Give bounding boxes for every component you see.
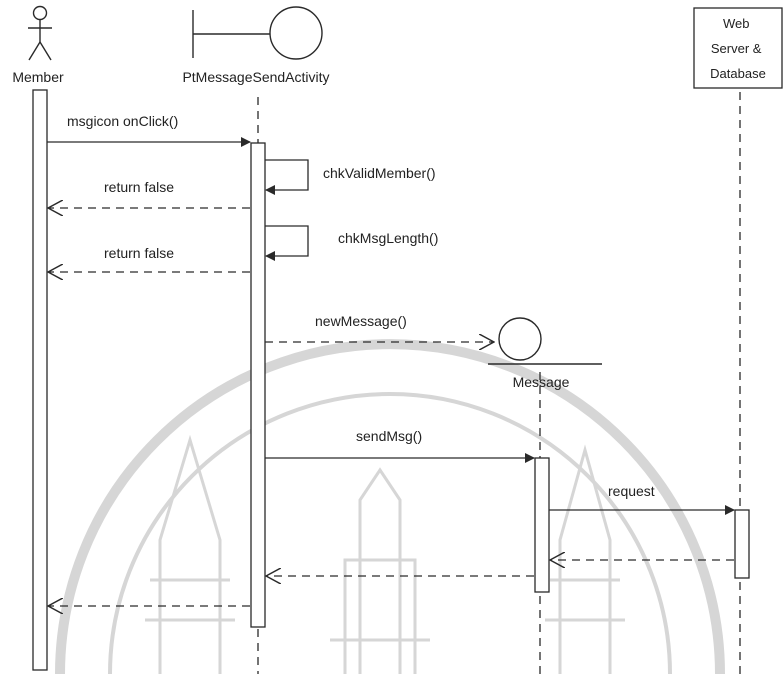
entity-icon	[488, 317, 602, 365]
message-arrow-chkmsglength	[265, 225, 309, 261]
watermark-pagoda-center	[330, 467, 430, 674]
message-label-return-false-2: return false	[104, 245, 174, 261]
activation-bar-message	[534, 457, 550, 593]
activation-bar-member	[32, 89, 48, 671]
stick-figure-icon	[28, 5, 52, 61]
boundary-icon	[192, 6, 323, 60]
message-label-msgicon-onclick: msgicon onClick()	[67, 113, 178, 129]
actor-label-member: Member	[12, 69, 64, 85]
activation-bar-ptmessagesendactivity	[250, 142, 266, 628]
watermark-seal	[55, 339, 725, 674]
watermark-inner-ring	[108, 392, 672, 674]
message-label-newmessage: newMessage()	[315, 313, 407, 329]
activation-bar-web-server	[734, 509, 750, 579]
actor-label-message: Message	[513, 374, 570, 390]
actor-label-web-server-line-3: Database	[710, 66, 766, 81]
actor-label-ptmessagesendactivity: PtMessageSendActivity	[182, 69, 329, 85]
node-box	[693, 7, 783, 89]
message-label-chkmsglength: chkMsgLength()	[338, 230, 438, 246]
actor-label-web-server-line-2: Server &	[711, 41, 762, 56]
watermark-pagoda-left	[145, 434, 235, 674]
message-label-sendmsg: sendMsg()	[356, 428, 422, 444]
watermark-pagoda-right	[545, 444, 625, 674]
message-arrow-chkvalidmember	[265, 159, 309, 195]
actor-label-web-server-line-1: Web	[723, 16, 750, 31]
message-label-request: request	[608, 483, 655, 499]
message-label-return-false-1: return false	[104, 179, 174, 195]
watermark-outer-ring	[55, 339, 725, 674]
actor-label-web-server: Web Server & Database	[710, 16, 766, 81]
message-label-chkvalidmember: chkValidMember()	[323, 165, 436, 181]
